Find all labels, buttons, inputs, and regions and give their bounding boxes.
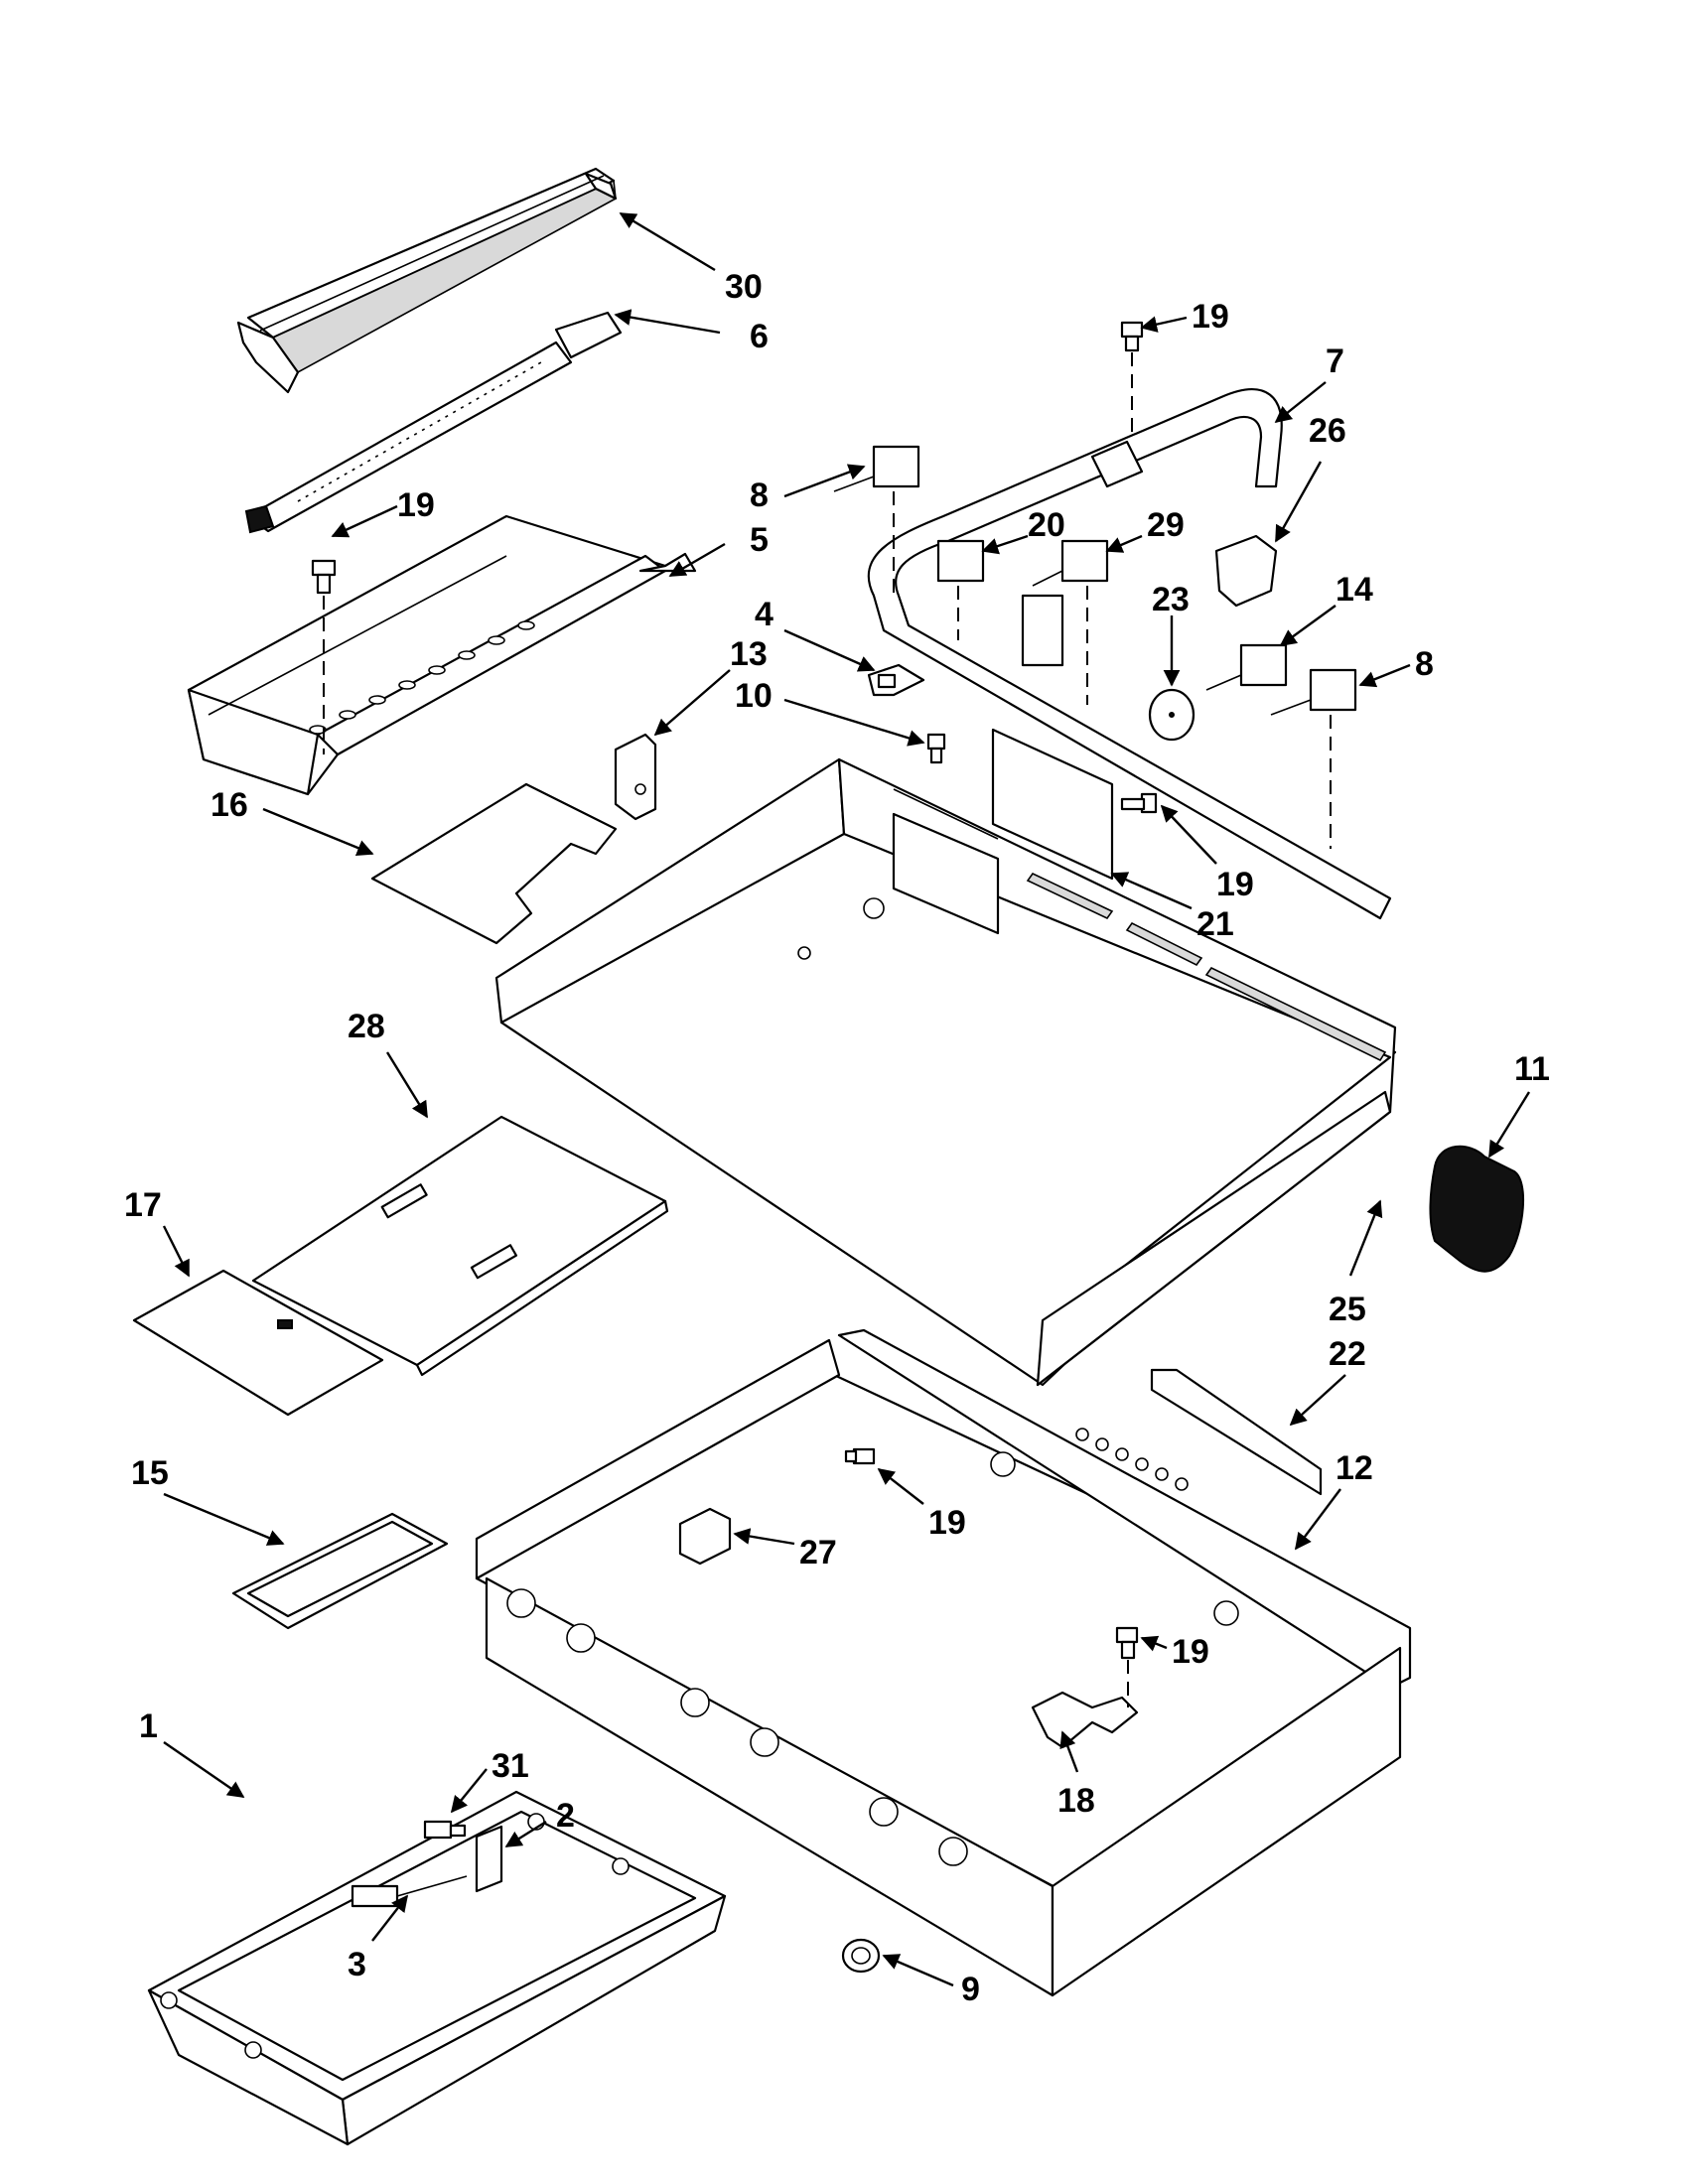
callout-14: 14 xyxy=(1336,571,1373,609)
part-11-igniter-module xyxy=(1429,1145,1525,1273)
part-30-burner-shield xyxy=(236,167,618,394)
callout-22: 22 xyxy=(1329,1335,1366,1373)
part-13-bracket xyxy=(614,733,657,821)
part-3-igniter xyxy=(351,1875,468,1908)
part-12-lower-chassis xyxy=(475,1328,1412,1997)
callout-labels: 30 6 19 5 19 7 8 26 20 29 4 13 10 23 14 … xyxy=(124,268,1550,2008)
callout-9: 9 xyxy=(961,1971,980,2008)
callout-29: 29 xyxy=(1147,506,1185,544)
burner-box-slots xyxy=(309,620,535,735)
valve-29 xyxy=(1032,539,1109,705)
callout-31: 31 xyxy=(492,1747,529,1785)
chassis-holes xyxy=(506,1428,1239,1866)
valve-8-lower xyxy=(1270,668,1357,849)
callout-21: 21 xyxy=(1196,905,1234,943)
part-22-trim-strip xyxy=(1150,1368,1323,1496)
callout-13: 13 xyxy=(730,635,768,673)
screw-19-cover xyxy=(1120,792,1158,814)
valve-8-upper xyxy=(833,445,920,596)
screw-19-burner-box xyxy=(311,559,337,595)
callout-17: 17 xyxy=(124,1186,162,1224)
callout-19: 19 xyxy=(1216,866,1254,903)
valve-14 xyxy=(1205,643,1288,691)
part-28-drip-plate xyxy=(251,1115,669,1377)
callout-8: 8 xyxy=(1415,645,1434,683)
callout-30: 30 xyxy=(725,268,763,306)
callout-28: 28 xyxy=(348,1008,385,1045)
callout-12: 12 xyxy=(1336,1449,1373,1487)
callout-11: 11 xyxy=(1514,1050,1550,1088)
part-6-burner-tube xyxy=(244,311,623,534)
screw-19-manifold xyxy=(1120,321,1144,437)
callout-8: 8 xyxy=(750,477,769,514)
callout-19: 19 xyxy=(397,486,435,524)
part-9-knob xyxy=(841,1938,881,1974)
callout-19: 19 xyxy=(1192,298,1229,336)
callout-20: 20 xyxy=(1028,506,1065,544)
valve-20 xyxy=(936,539,985,640)
callout-18: 18 xyxy=(1057,1782,1095,1820)
callout-1: 1 xyxy=(139,1707,158,1745)
screw-19-chassis-top xyxy=(844,1447,876,1465)
part-1-bottom-tray xyxy=(147,1790,727,2146)
part-31-bolt xyxy=(423,1820,467,1840)
part-4-clip xyxy=(867,663,925,697)
part-18-bracket xyxy=(1031,1691,1139,1749)
part-17-small-plate xyxy=(132,1269,384,1417)
part-2-bracket xyxy=(475,1825,503,1893)
part-27-switch xyxy=(678,1507,732,1566)
callout-27: 27 xyxy=(799,1534,837,1571)
callout-15: 15 xyxy=(131,1454,169,1492)
callout-10: 10 xyxy=(735,677,773,715)
callout-7: 7 xyxy=(1326,342,1344,380)
part-23-washer xyxy=(1148,688,1196,742)
callout-4: 4 xyxy=(755,596,774,633)
leader-lines xyxy=(162,211,1531,1987)
part-16-heat-shield xyxy=(370,782,618,945)
callout-23: 23 xyxy=(1152,581,1190,618)
part-26-bracket xyxy=(1214,534,1278,608)
callout-26: 26 xyxy=(1309,412,1346,450)
part-7-manifold-pipe xyxy=(867,388,1392,920)
callout-19: 19 xyxy=(1172,1633,1209,1671)
part-25-upper-tray xyxy=(494,757,1397,1387)
callout-5: 5 xyxy=(750,521,769,559)
part-15-small-tray xyxy=(231,1512,449,1630)
callout-2: 2 xyxy=(556,1797,575,1835)
callout-3: 3 xyxy=(348,1946,366,1983)
callout-6: 6 xyxy=(750,318,769,355)
callout-16: 16 xyxy=(211,786,248,824)
screw-19-bracket xyxy=(1115,1626,1139,1707)
part-10-screw xyxy=(926,733,946,764)
callout-25: 25 xyxy=(1329,1291,1366,1328)
callout-19: 19 xyxy=(928,1504,966,1542)
